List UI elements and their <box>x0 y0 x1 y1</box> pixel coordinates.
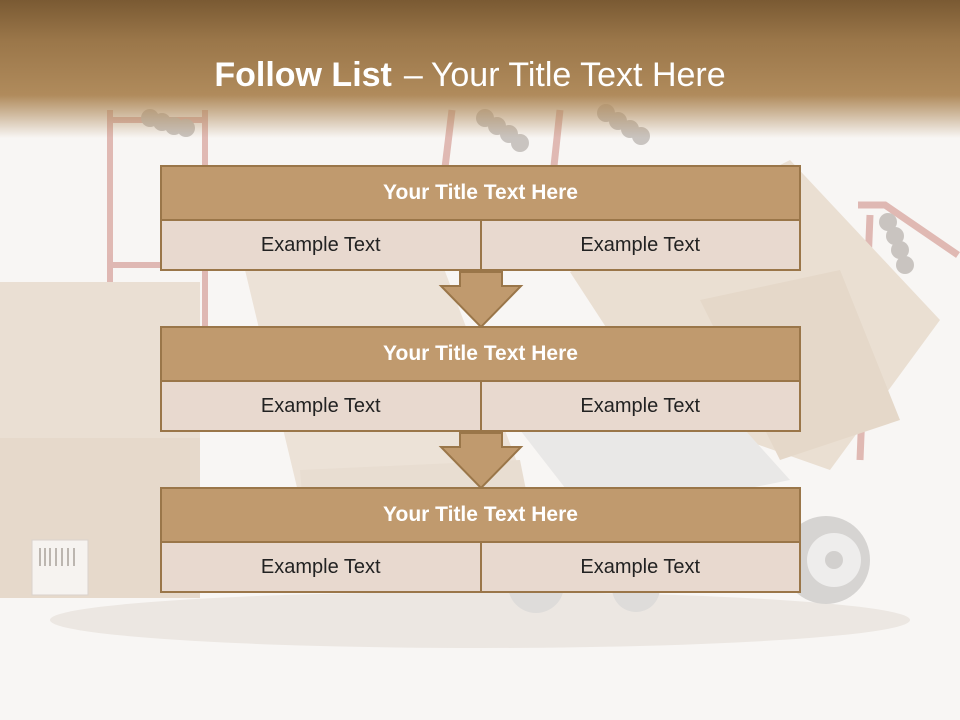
slide-title: Follow List–Your Title Text Here <box>0 50 940 100</box>
block-row: Example Text Example Text <box>160 382 801 432</box>
block-cell-left: Example Text <box>160 221 482 271</box>
block-cell-left: Example Text <box>160 382 482 432</box>
list-block-1: Your Title Text Here Example Text Exampl… <box>160 165 801 271</box>
list-block-2: Your Title Text Here Example Text Exampl… <box>160 326 801 432</box>
block-cell-left: Example Text <box>160 543 482 593</box>
title-header-band <box>0 0 960 140</box>
list-block-3: Your Title Text Here Example Text Exampl… <box>160 487 801 593</box>
block-cell-right: Example Text <box>481 543 801 593</box>
block-cell-right: Example Text <box>481 221 801 271</box>
block-row: Example Text Example Text <box>160 221 801 271</box>
block-cell-right: Example Text <box>481 382 801 432</box>
block-title: Your Title Text Here <box>160 487 801 543</box>
block-title: Your Title Text Here <box>160 165 801 221</box>
down-arrow-icon <box>438 271 524 329</box>
block-row: Example Text Example Text <box>160 543 801 593</box>
slide-title-rest: Your Title Text Here <box>430 56 726 94</box>
slide-title-bold: Follow List <box>214 56 392 94</box>
down-arrow-icon <box>438 432 524 490</box>
slide-title-dash: – <box>403 56 423 94</box>
block-title: Your Title Text Here <box>160 326 801 382</box>
